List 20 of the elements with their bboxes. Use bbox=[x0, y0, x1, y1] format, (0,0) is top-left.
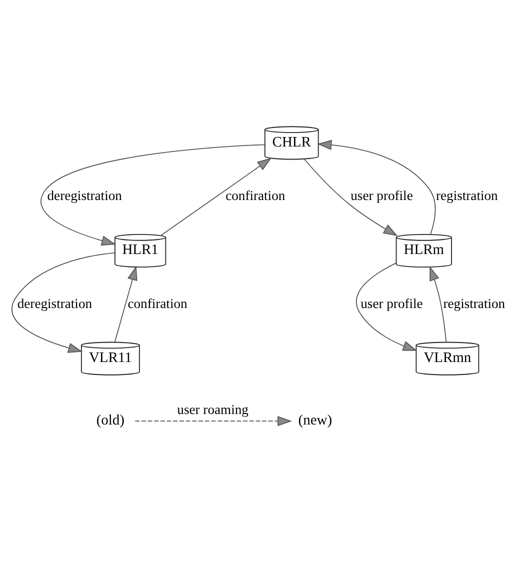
arrow bbox=[317, 139, 436, 234]
node-text: (old) bbox=[96, 412, 124, 428]
edge-label: deregistration bbox=[47, 188, 122, 203]
edge-label: user roaming bbox=[177, 401, 248, 416]
edge-label: user profile bbox=[350, 188, 413, 203]
arrow bbox=[430, 266, 447, 342]
node-text: (new) bbox=[298, 412, 332, 428]
edge-label: registration bbox=[436, 188, 498, 203]
edge-label: deregistration bbox=[17, 295, 92, 310]
arrow bbox=[160, 157, 272, 236]
arrow bbox=[11, 252, 116, 352]
arrow bbox=[114, 265, 138, 342]
edge-label: confiration bbox=[226, 188, 286, 203]
arrow bbox=[40, 144, 266, 246]
arrow bbox=[304, 158, 398, 236]
arrow bbox=[356, 262, 418, 350]
arrow bbox=[134, 416, 292, 426]
edge-label: user profile bbox=[360, 295, 423, 310]
edge-label: registration bbox=[443, 295, 506, 310]
edge-label: confiration bbox=[128, 295, 188, 310]
